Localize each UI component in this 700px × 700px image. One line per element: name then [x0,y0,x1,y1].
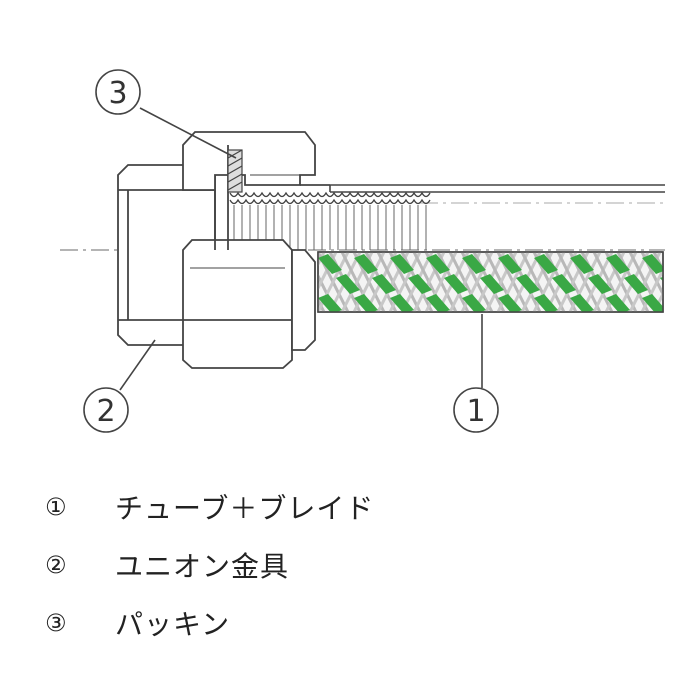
callout-1-label: 1 [466,394,485,429]
braid-green-strand [390,254,414,274]
union-nut [117,164,316,369]
braid-pattern [318,252,700,312]
braid-strand [678,252,700,312]
tube-upper [329,184,665,193]
braid-green-strand [606,294,630,312]
braid-strand [690,252,700,312]
braid-green-strand [570,294,594,312]
braid-green-strand [462,254,486,274]
braid-green-strand [516,274,540,294]
braid-green-strand [498,294,522,312]
braid-green-strand [534,254,558,274]
braid-green-strand [318,294,342,312]
legend-item-packing: ③ パッキン [45,594,645,652]
braid-green-strand [336,274,360,294]
braid-green-strand [354,294,378,312]
callout-1: 1 [453,387,499,433]
corrugated-tube [229,191,431,205]
legend-item-tube-braid: ① チューブ＋ブレイド [45,478,645,536]
braid-strand [678,252,700,312]
legend-label: ユニオン金具 [115,550,290,583]
braid-green-strand [354,254,378,274]
legend-label: パッキン [115,608,231,641]
braid-green-strand [480,274,504,294]
braid-green-strand [534,294,558,312]
braid-strand [318,252,326,268]
braid-strand [666,252,696,312]
hose-union-diagram: 3 2 1 [60,69,700,433]
braid-green-strand [462,294,486,312]
braid-green-strand [606,254,630,274]
braid-green-strand [444,274,468,294]
braid-green-strand [624,274,648,294]
braid-green-strand [642,254,663,274]
braid-strand [318,296,326,312]
callout-3: 3 [95,69,141,115]
legend-label: チューブ＋ブレイド [115,492,375,525]
callout-2-label: 2 [96,394,115,429]
legend-item-union-fitting: ② ユニオン金具 [45,536,645,594]
leader-lines [119,107,483,391]
braid-strand [666,252,696,312]
braid-green-strand [426,294,450,312]
braided-hose [317,251,700,313]
braid-green-strand [390,294,414,312]
legend-number: ① [45,493,67,521]
legend-number: ② [45,551,67,579]
braid-green-strand [552,274,576,294]
braid-green-strand [498,254,522,274]
legend: ① チューブ＋ブレイド ② ユニオン金具 ③ パッキン [45,478,645,652]
braid-green-strand [588,274,612,294]
braid-green-strand [318,254,342,274]
braid-green-strand [426,254,450,274]
union-upper-section [182,131,330,250]
braid-green-strand [408,274,432,294]
braid-strand [690,252,700,312]
braid-green-strand [642,294,663,312]
callout-3-label: 3 [108,76,127,111]
braid-green-strand [570,254,594,274]
legend-number: ③ [45,609,67,637]
callout-2: 2 [83,387,129,433]
braid-green-strand [372,274,396,294]
packing-gasket [227,149,243,193]
